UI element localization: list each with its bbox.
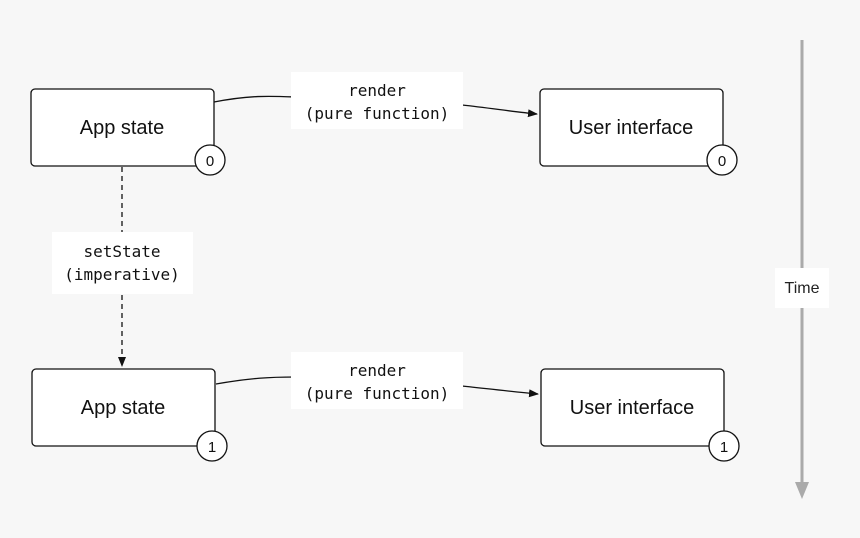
- bottom-user-interface-box: [540, 368, 725, 447]
- bottom-app-state-badge-number: 1: [208, 439, 216, 456]
- top-render-edge-label-line2: (pure function): [305, 104, 450, 123]
- time-axis-arrowhead: [795, 482, 809, 499]
- bottom-user-interface-badge-number: 1: [720, 439, 728, 456]
- top-app-state-box: [30, 88, 215, 167]
- top-app-state-label: App state: [80, 117, 165, 139]
- bottom-user-interface-badge: [708, 430, 740, 462]
- bottom-user-interface-label: User interface: [570, 397, 695, 419]
- top-user-interface-badge: [706, 144, 738, 176]
- set-state-edge-label-line1: setState: [83, 242, 160, 261]
- top-app-state-badge-number: 0: [206, 153, 214, 170]
- top-render-edge-label-line1: render: [348, 81, 406, 100]
- top-user-interface-label: User interface: [569, 117, 694, 139]
- top-app-state-badge: [194, 144, 226, 176]
- top-render-edge-label-background: [291, 72, 463, 129]
- bottom-render-edge-arrow: [461, 385, 539, 398]
- time-label-background: [775, 268, 829, 308]
- bottom-render-edge-line-in: [215, 376, 297, 385]
- bottom-row: render (pure function) App state 1 User …: [31, 352, 740, 462]
- set-state-edge: setState (imperative): [52, 167, 193, 367]
- top-user-interface-box: [539, 88, 724, 167]
- top-row: render (pure function) App state 0 User …: [30, 72, 738, 176]
- top-render-edge-line-in: [213, 95, 297, 103]
- bottom-app-state-badge: [196, 430, 228, 462]
- time-axis: Time: [775, 40, 829, 499]
- bottom-app-state-box: [31, 368, 216, 447]
- bottom-render-edge-label-line1: render: [348, 361, 406, 380]
- set-state-edge-label-line2: (imperative): [64, 265, 180, 284]
- bottom-render-edge-label-line2: (pure function): [305, 384, 450, 403]
- set-state-edge-label-background: [52, 232, 193, 294]
- top-render-edge-arrow: [461, 104, 538, 118]
- bottom-app-state-label: App state: [81, 397, 166, 419]
- time-label: Time: [785, 280, 820, 297]
- top-user-interface-badge-number: 0: [718, 153, 726, 170]
- bottom-render-edge-label-background: [291, 352, 463, 409]
